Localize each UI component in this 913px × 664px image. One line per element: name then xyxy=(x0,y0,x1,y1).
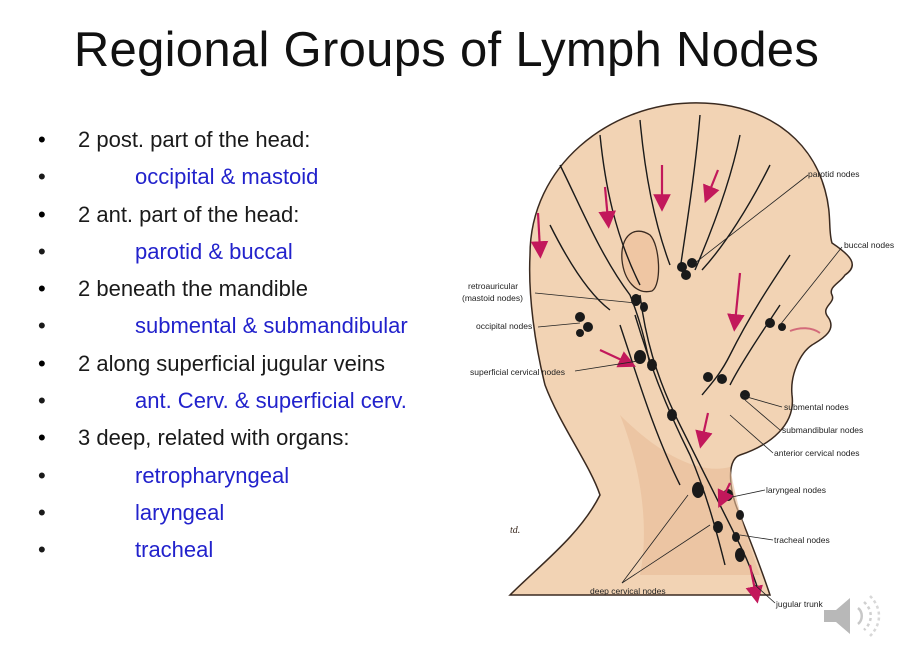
sub-bullet-text: ant. Cerv. & superficial cerv. xyxy=(135,388,407,414)
lymph-node-illustration: parotid nodes buccal nodes retroauricula… xyxy=(462,102,894,609)
bullet-marker: • xyxy=(38,388,46,414)
bullet-marker: • xyxy=(38,313,46,339)
bullet-marker: • xyxy=(38,537,46,563)
label-buccal-nodes: buccal nodes xyxy=(844,240,894,250)
sub-bullet-text: tracheal xyxy=(135,537,214,563)
bullet-text: 2 post. part of the head: xyxy=(78,127,311,152)
bullet-item: • 2 beneath the mandible xyxy=(38,273,478,310)
bullet-item: • 3 deep, related with organs: xyxy=(38,422,478,459)
lymph-nodes xyxy=(575,258,786,562)
sub-bullet-item: • retropharyngeal xyxy=(38,460,478,497)
label-occipital-nodes: occipital nodes xyxy=(476,321,532,331)
lips xyxy=(789,327,821,334)
label-anterior-cervical-nodes: anterior cervical nodes xyxy=(774,448,860,458)
sub-bullet-item: • tracheal xyxy=(38,534,478,571)
slide-title: Regional Groups of Lymph Nodes xyxy=(73,23,820,77)
speaker-icon[interactable] xyxy=(818,592,884,640)
label-retroauricular: retroauricular xyxy=(468,281,518,291)
label-parotid-nodes: parotid nodes xyxy=(808,169,860,179)
label-submental-nodes: submental nodes xyxy=(784,402,849,412)
bullet-marker: • xyxy=(38,462,46,488)
neck-shading xyxy=(620,415,760,575)
flow-arrows xyxy=(530,165,763,604)
sub-bullet-text: parotid & buccal xyxy=(135,238,293,264)
sub-bullet-text: submental & submandibular xyxy=(135,313,408,339)
sub-bullet-item: • parotid & buccal xyxy=(38,236,478,273)
bullet-marker: • xyxy=(38,238,46,264)
label-deep-cervical-nodes: deep cervical nodes xyxy=(590,586,666,596)
bullet-text: 2 beneath the mandible xyxy=(78,276,308,302)
sub-bullet-item: • laryngeal xyxy=(38,497,478,534)
label-submandibular-nodes: submandibular nodes xyxy=(782,425,863,435)
bullet-item: • 2 along superficial jugular veins xyxy=(38,348,478,385)
bullet-item: • 2 post. part of the head: xyxy=(38,124,478,161)
sub-bullet-item: • ant. Cerv. & superficial cerv. xyxy=(38,385,478,422)
bullet-list: • 2 post. part of the head: • occipital & … xyxy=(38,124,478,572)
bullet-text: 2 ant. part of the head: xyxy=(78,201,300,227)
artist-signature: td. xyxy=(510,525,520,536)
label-mastoid-nodes: (mastoid nodes) xyxy=(462,293,523,303)
bullet-marker: • xyxy=(38,164,46,190)
bullet-marker: • xyxy=(38,201,46,227)
sub-bullet-text: occipital & mastoid xyxy=(135,164,319,190)
sub-bullet-text: laryngeal xyxy=(135,499,225,525)
sub-bullet-item: • occipital & mastoid xyxy=(38,161,478,198)
ear xyxy=(621,230,660,293)
bullet-text: 2 along superficial jugular veins xyxy=(78,350,385,376)
leader-lines xyxy=(534,174,843,604)
bullet-marker: • xyxy=(38,276,46,302)
label-tracheal-nodes: tracheal nodes xyxy=(774,535,830,545)
sub-bullet-item: • submental & submandibular xyxy=(38,310,478,347)
bullet-text: 3 deep, related with organs: xyxy=(78,425,350,451)
bullet-marker: • xyxy=(38,425,46,451)
bullet-marker: • xyxy=(38,499,46,525)
bullet-marker: • xyxy=(38,350,46,376)
bullet-item: • 2 ant. part of the head: xyxy=(38,199,478,236)
head-outline xyxy=(508,102,853,596)
label-laryngeal-nodes: laryngeal nodes xyxy=(766,485,826,495)
label-jugular-trunk: jugular trunk xyxy=(775,599,824,609)
bullet-marker: • xyxy=(38,127,46,152)
label-superficial-cervical-nodes: superficial cervical nodes xyxy=(470,367,565,377)
sub-bullet-text: retropharyngeal xyxy=(135,462,290,488)
